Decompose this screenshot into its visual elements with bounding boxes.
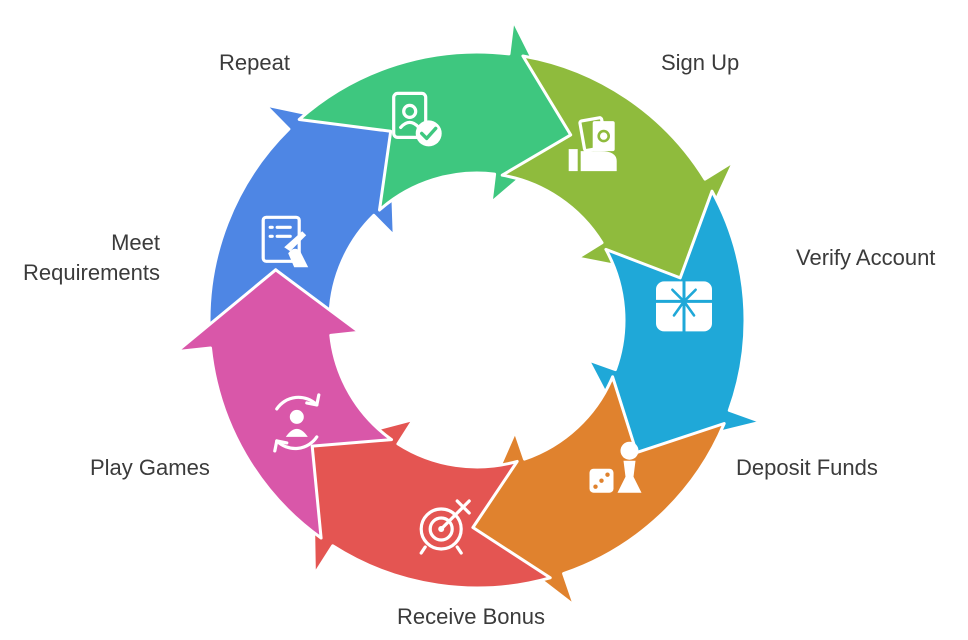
cycle-person-icon: [273, 393, 321, 453]
step-label-play-games: Play Games: [90, 455, 210, 480]
step-label-meet-requirements: Meet Requirements: [6, 228, 160, 288]
step-label-verify-account: Verify Account: [796, 245, 936, 270]
id-check-icon: [392, 91, 442, 147]
dice-pawn-icon: [589, 441, 642, 493]
step-label-sign-up: Sign Up: [661, 50, 740, 75]
cycle-segment-repeat: [175, 268, 393, 540]
cycle-segment-deposit-funds: [500, 54, 736, 280]
step-label-receive-bonus: Receive Bonus: [397, 604, 545, 629]
step-label-line: Requirements: [23, 260, 160, 285]
cycle-segment-verify-account: [297, 18, 573, 212]
cycle-segment-meet-requirements: [310, 417, 552, 590]
gift-icon: [654, 279, 714, 333]
cycle-segment-sign-up: [207, 103, 396, 336]
cash-hand-icon: [568, 116, 617, 172]
target-icon: [419, 499, 471, 555]
step-label-line: Meet: [111, 230, 160, 255]
step-label-repeat: Repeat: [219, 50, 290, 75]
form-sign-icon: [261, 215, 309, 268]
step-label-deposit-funds: Deposit Funds: [736, 455, 878, 480]
